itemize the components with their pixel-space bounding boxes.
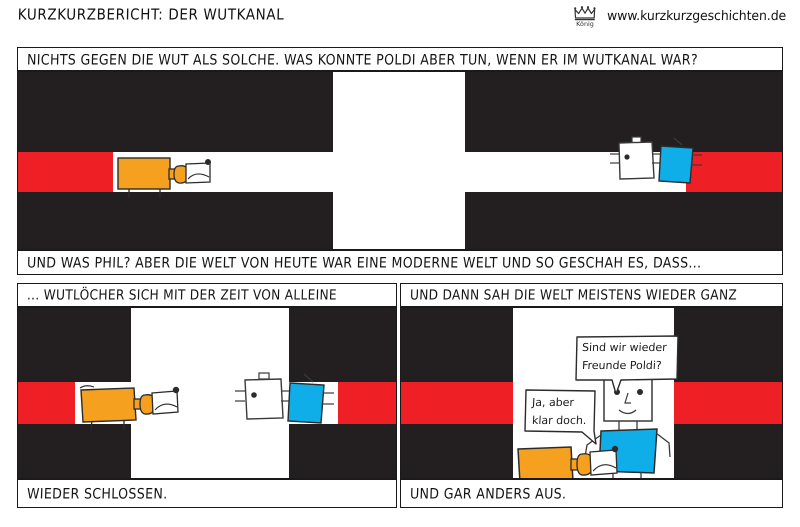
caption-top-text: NICHTS GEGEN DIE WUT ALS SOLCHE. WAS KON… [26,50,699,68]
caption-row2-left-bottom-text: WIEDER SCHLOSSEN. [26,484,168,503]
panel2-channel [18,382,396,424]
speech-bubble-poldi-line2: klar doch. [531,414,587,427]
character-poldi-panel3 [515,443,635,478]
caption-row2-right-top-text: UND DANN SAH DIE WELT MEISTENS WIEDER GA… [409,287,738,303]
caption-middle-text: UND WAS PHIL? ABER DIE WELT VON HEUTE WA… [26,253,702,272]
panel2-red-right [338,382,396,424]
panel1-red-right [686,152,782,192]
caption-row2-right-bottom: UND GAR ANDERS AUS. [400,479,783,508]
speech-bubble-phil: Sind wir wieder Freunde Poldi? [574,334,682,398]
page-title: KURZKURZBERICHT: DER WUTKANAL [17,6,285,24]
character-poldi-panel2 [75,374,190,432]
panel2-red-left [18,382,75,424]
caption-middle: UND WAS PHIL? ABER DIE WELT VON HEUTE WA… [17,250,783,275]
website-url[interactable]: www.kurzkurzgeschichten.de [606,7,787,24]
svg-text:König: König [576,20,594,28]
panel3-red-right [674,382,782,424]
crown-icon: König [572,3,598,28]
caption-row2-left-bottom: WIEDER SCHLOSSEN. [17,479,397,508]
caption-row2-right-bottom-text: UND GAR ANDERS AUS. [409,484,567,503]
comic-header: KURZKURZBERICHT: DER WUTKANAL König www.… [0,0,800,32]
character-phil-panel1 [610,132,724,194]
speech-bubble-poldi: Ja, aber klar doch. [524,388,599,448]
speech-bubble-phil-line2: Freunde Poldi? [581,359,663,372]
caption-top: NICHTS GEGEN DIE WUT ALS SOLCHE. WAS KON… [17,47,783,71]
panel-3: Sind wir wieder Freunde Poldi? Ja, aber … [400,307,783,479]
character-poldi-panel1 [113,146,223,201]
panel3-red-left [401,382,513,424]
caption-row2-left-top: ... WUTLÖCHER SICH MIT DER ZEIT VON ALLE… [17,283,397,307]
panel-2 [17,307,397,479]
speech-bubble-poldi-line1: Ja, aber [531,396,575,409]
caption-row2-left-top-text: ... WUTLÖCHER SICH MIT DER ZEIT VON ALLE… [26,287,338,303]
character-phil-panel2 [235,368,355,434]
panel1-red-left [18,152,113,192]
speech-bubble-phil-line1: Sind wir wieder [581,341,668,354]
panel-1 [17,71,783,250]
header-right-group: König www.kurzkurzgeschichten.de [572,3,786,28]
caption-row2-right-top: UND DANN SAH DIE WELT MEISTENS WIEDER GA… [400,283,783,307]
